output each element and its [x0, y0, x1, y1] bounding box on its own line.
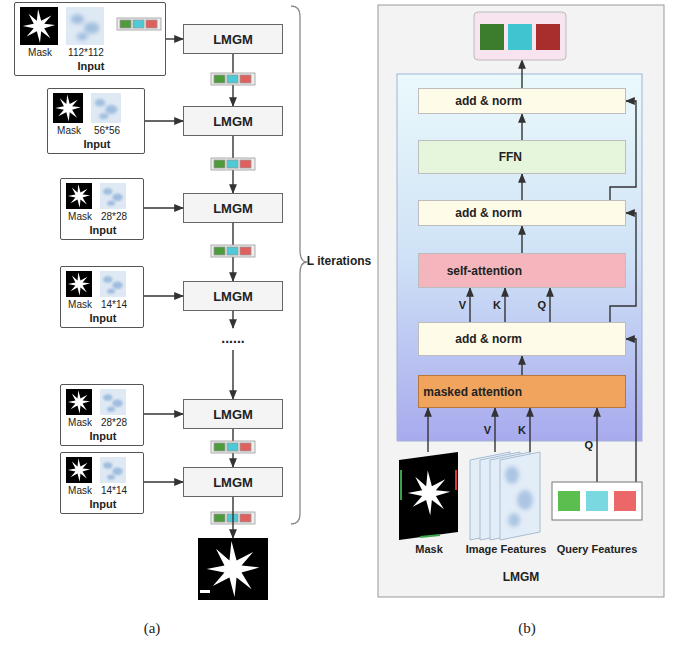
box-label: LMGM	[213, 407, 253, 422]
flow-arrow	[549, 288, 550, 322]
flow-arrow	[529, 408, 530, 452]
flow-arrow	[145, 120, 183, 121]
flow-arrow	[494, 408, 495, 452]
flow-arrow	[521, 356, 522, 375]
lmgm-block: LMGM	[183, 24, 283, 54]
image-label: Mask	[68, 299, 92, 311]
input-figure: Image Features	[463, 452, 550, 558]
lmgm-block: LMGM	[183, 399, 283, 429]
figure-label: Query Features	[557, 543, 638, 555]
size-label: 112*112	[68, 47, 104, 59]
input-box: Mask 56*56Input	[47, 88, 145, 154]
flow-arrow	[427, 408, 428, 452]
flow-arrow	[144, 207, 183, 208]
edge-label: Q	[584, 439, 593, 451]
subfigure-label: (a)	[144, 620, 161, 637]
panel-title: LMGM	[503, 570, 540, 584]
flow-arrow	[626, 339, 636, 482]
flow-arrow	[144, 413, 183, 414]
box-label: LMGM	[213, 201, 253, 216]
lmgm-block: LMGM	[183, 193, 283, 223]
image-label: Mask	[68, 211, 92, 223]
panel-frame	[378, 5, 664, 597]
box-label: add & norm	[455, 94, 522, 108]
input-label: Input	[90, 224, 117, 237]
lmgm-block: LMGM	[183, 467, 283, 497]
size-label: 56*56	[94, 125, 120, 137]
input-box: Mask 28*28Input	[60, 178, 144, 240]
mask-image	[399, 452, 458, 540]
flow-arrow	[521, 174, 522, 200]
edge-label: V	[459, 299, 466, 311]
lmgm-panel: LMGMadd & normFFNadd & normself-attentio…	[378, 5, 664, 597]
query-tokens	[117, 18, 255, 524]
box-label: LMGM	[213, 114, 253, 129]
size-label: 28*28	[101, 211, 127, 223]
box-label: FFN	[499, 150, 522, 164]
subfigure-label: (b)	[518, 620, 536, 637]
edge-label: Q	[537, 299, 546, 311]
input-box: Mask 14*14Input	[60, 266, 144, 328]
input-label: Input	[90, 498, 117, 511]
size-label: 14*14	[101, 485, 127, 497]
layer-box: add & norm	[418, 88, 626, 114]
iteration-label: L iterations	[307, 254, 371, 268]
box-label: LMGM	[213, 289, 253, 304]
box-label: LMGM	[213, 32, 253, 47]
output-mask	[198, 538, 268, 600]
box-label: add & norm	[455, 206, 522, 220]
flow-arrow	[469, 288, 470, 322]
decoder-block	[397, 74, 642, 441]
input-label: Input	[90, 430, 117, 443]
flow-arrow	[504, 288, 505, 322]
edge-label: V	[484, 424, 491, 436]
layer-box: self-attention	[418, 253, 626, 288]
figure-label: Mask	[415, 543, 443, 555]
box-label: add & norm	[455, 332, 522, 346]
flow-arrow	[144, 481, 183, 482]
input-box: Mask 112*112Input	[14, 2, 166, 76]
layer-box: add & norm	[418, 200, 626, 226]
size-label: 28*28	[101, 417, 127, 429]
input-images	[20, 7, 126, 483]
layer-box: masked attention	[418, 375, 626, 408]
flow-arrow	[521, 226, 522, 253]
layer-box: add & norm	[418, 322, 626, 356]
lmgm-block: LMGM	[183, 281, 283, 311]
ellipsis-mark: ......	[221, 330, 244, 346]
input-figure: Mask	[395, 452, 463, 558]
figure-label: Image Features	[466, 543, 547, 555]
flow-arrow	[521, 114, 522, 140]
image-label: Mask	[28, 47, 52, 59]
flow-arrow	[144, 295, 183, 296]
image-label: Mask	[57, 125, 81, 137]
input-box: Mask 14*14Input	[60, 452, 144, 514]
input-label: Input	[90, 312, 117, 325]
box-label: masked attention	[423, 385, 522, 399]
feature-stack	[470, 452, 540, 540]
edge-label: K	[518, 424, 526, 436]
input-figure: Query Features	[548, 482, 646, 558]
query-feature-box	[552, 482, 642, 520]
image-label: Mask	[68, 417, 92, 429]
layer-box: FFN	[418, 140, 626, 174]
input-box: Mask 28*28Input	[60, 384, 144, 446]
box-label: self-attention	[447, 264, 522, 278]
flow-arrow	[166, 38, 183, 39]
output-tokens	[474, 12, 566, 60]
size-label: 14*14	[101, 299, 127, 311]
box-label: LMGM	[213, 475, 253, 490]
image-label: Mask	[68, 485, 92, 497]
lmgm-block: LMGM	[183, 106, 283, 136]
input-label: Input	[84, 138, 111, 151]
iteration-bracket	[291, 6, 307, 524]
input-label: Input	[78, 60, 105, 73]
edge-label: K	[493, 299, 501, 311]
flow-arrow	[596, 408, 597, 482]
